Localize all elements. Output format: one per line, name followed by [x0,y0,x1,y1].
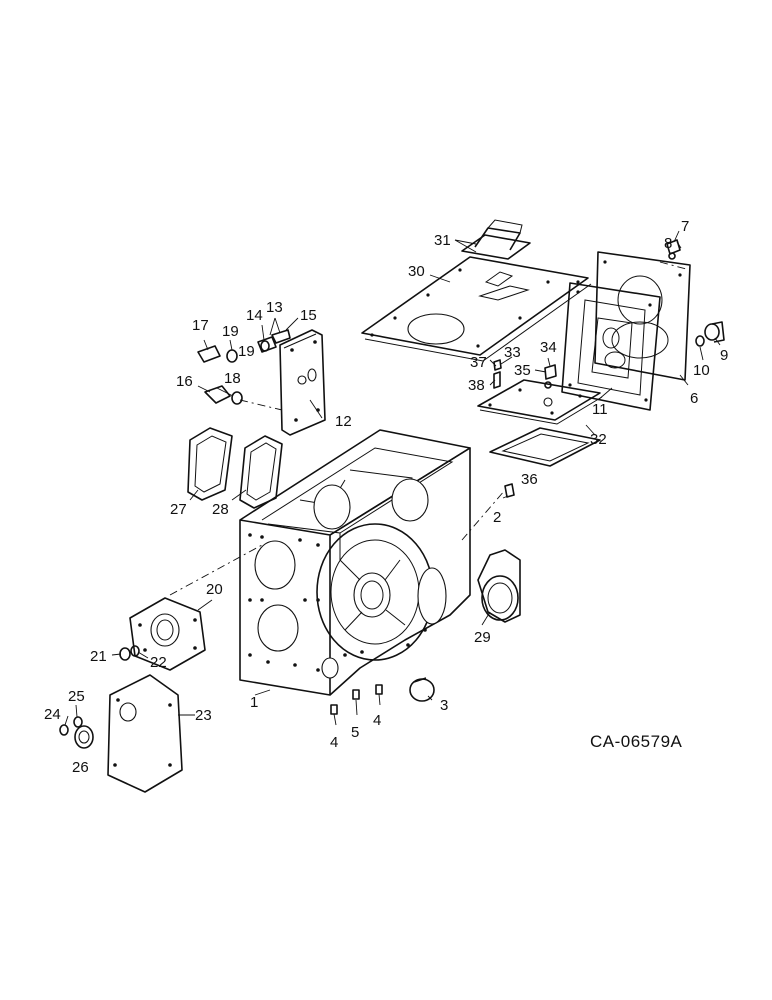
callout-36: 36 [521,471,538,488]
callout-3: 3 [440,697,448,714]
rear-cover-and-gasket [561,251,691,411]
right-fittings [666,239,725,347]
callout-7: 7 [681,218,689,235]
callout-24: 24 [44,706,61,723]
cover-gaskets [187,427,283,509]
transmission-housing [169,429,506,696]
pump-cover [129,597,206,671]
callout-38: 38 [468,377,485,394]
callout-34: 34 [540,339,557,356]
callout-17: 17 [192,317,209,334]
callout-37: 37 [470,354,487,371]
leader-lines [64,230,721,726]
hydraulic-fittings [197,329,291,405]
inspection-plate [477,379,603,425]
housing-bolt-holes [248,533,427,672]
callout-27: 27 [170,501,187,518]
callout-1: 1 [250,694,258,711]
callout-30: 30 [408,263,425,280]
callout-8: 8 [664,235,672,252]
callout-19: 19 [238,343,255,360]
drawing-reference-number: CA-06579A [590,732,683,751]
callout-22: 22 [150,654,167,671]
callout-16: 16 [176,373,193,390]
side-cover-plate [239,329,326,436]
plate-bolts [493,359,557,389]
callout-26: 26 [72,759,89,776]
callout-12: 12 [335,413,352,430]
callout-33: 33 [504,344,521,361]
callout-21: 21 [90,648,107,665]
callout-32: 32 [590,431,607,448]
callout-4: 4 [373,712,381,729]
callout-labels: 1 2 3 4 4 5 6 7 8 9 10 11 12 13 14 15 16… [44,218,728,776]
callout-4: 4 [330,734,338,751]
callout-29: 29 [474,629,491,646]
callout-20: 20 [206,581,223,598]
pto-cover [477,549,521,623]
inspection-plate-gasket [489,427,601,467]
callout-28: 28 [212,501,229,518]
callout-9: 9 [720,347,728,364]
callout-13: 13 [266,299,283,316]
callout-2: 2 [493,509,501,526]
callout-18: 18 [224,370,241,387]
callout-10: 10 [693,362,710,379]
callout-6: 6 [690,390,698,407]
callout-11: 11 [592,401,608,418]
front-cover [59,674,183,793]
callout-15: 15 [300,307,317,324]
callout-25: 25 [68,688,85,705]
callout-31: 31 [434,232,451,249]
callout-5: 5 [351,724,359,741]
breather-assembly [461,219,531,260]
callout-23: 23 [195,707,212,724]
pump-cover-bolt [119,645,140,661]
top-cover-plate [361,256,592,362]
callout-35: 35 [514,362,531,379]
callout-19: 19 [222,323,239,340]
callout-14: 14 [246,307,263,324]
